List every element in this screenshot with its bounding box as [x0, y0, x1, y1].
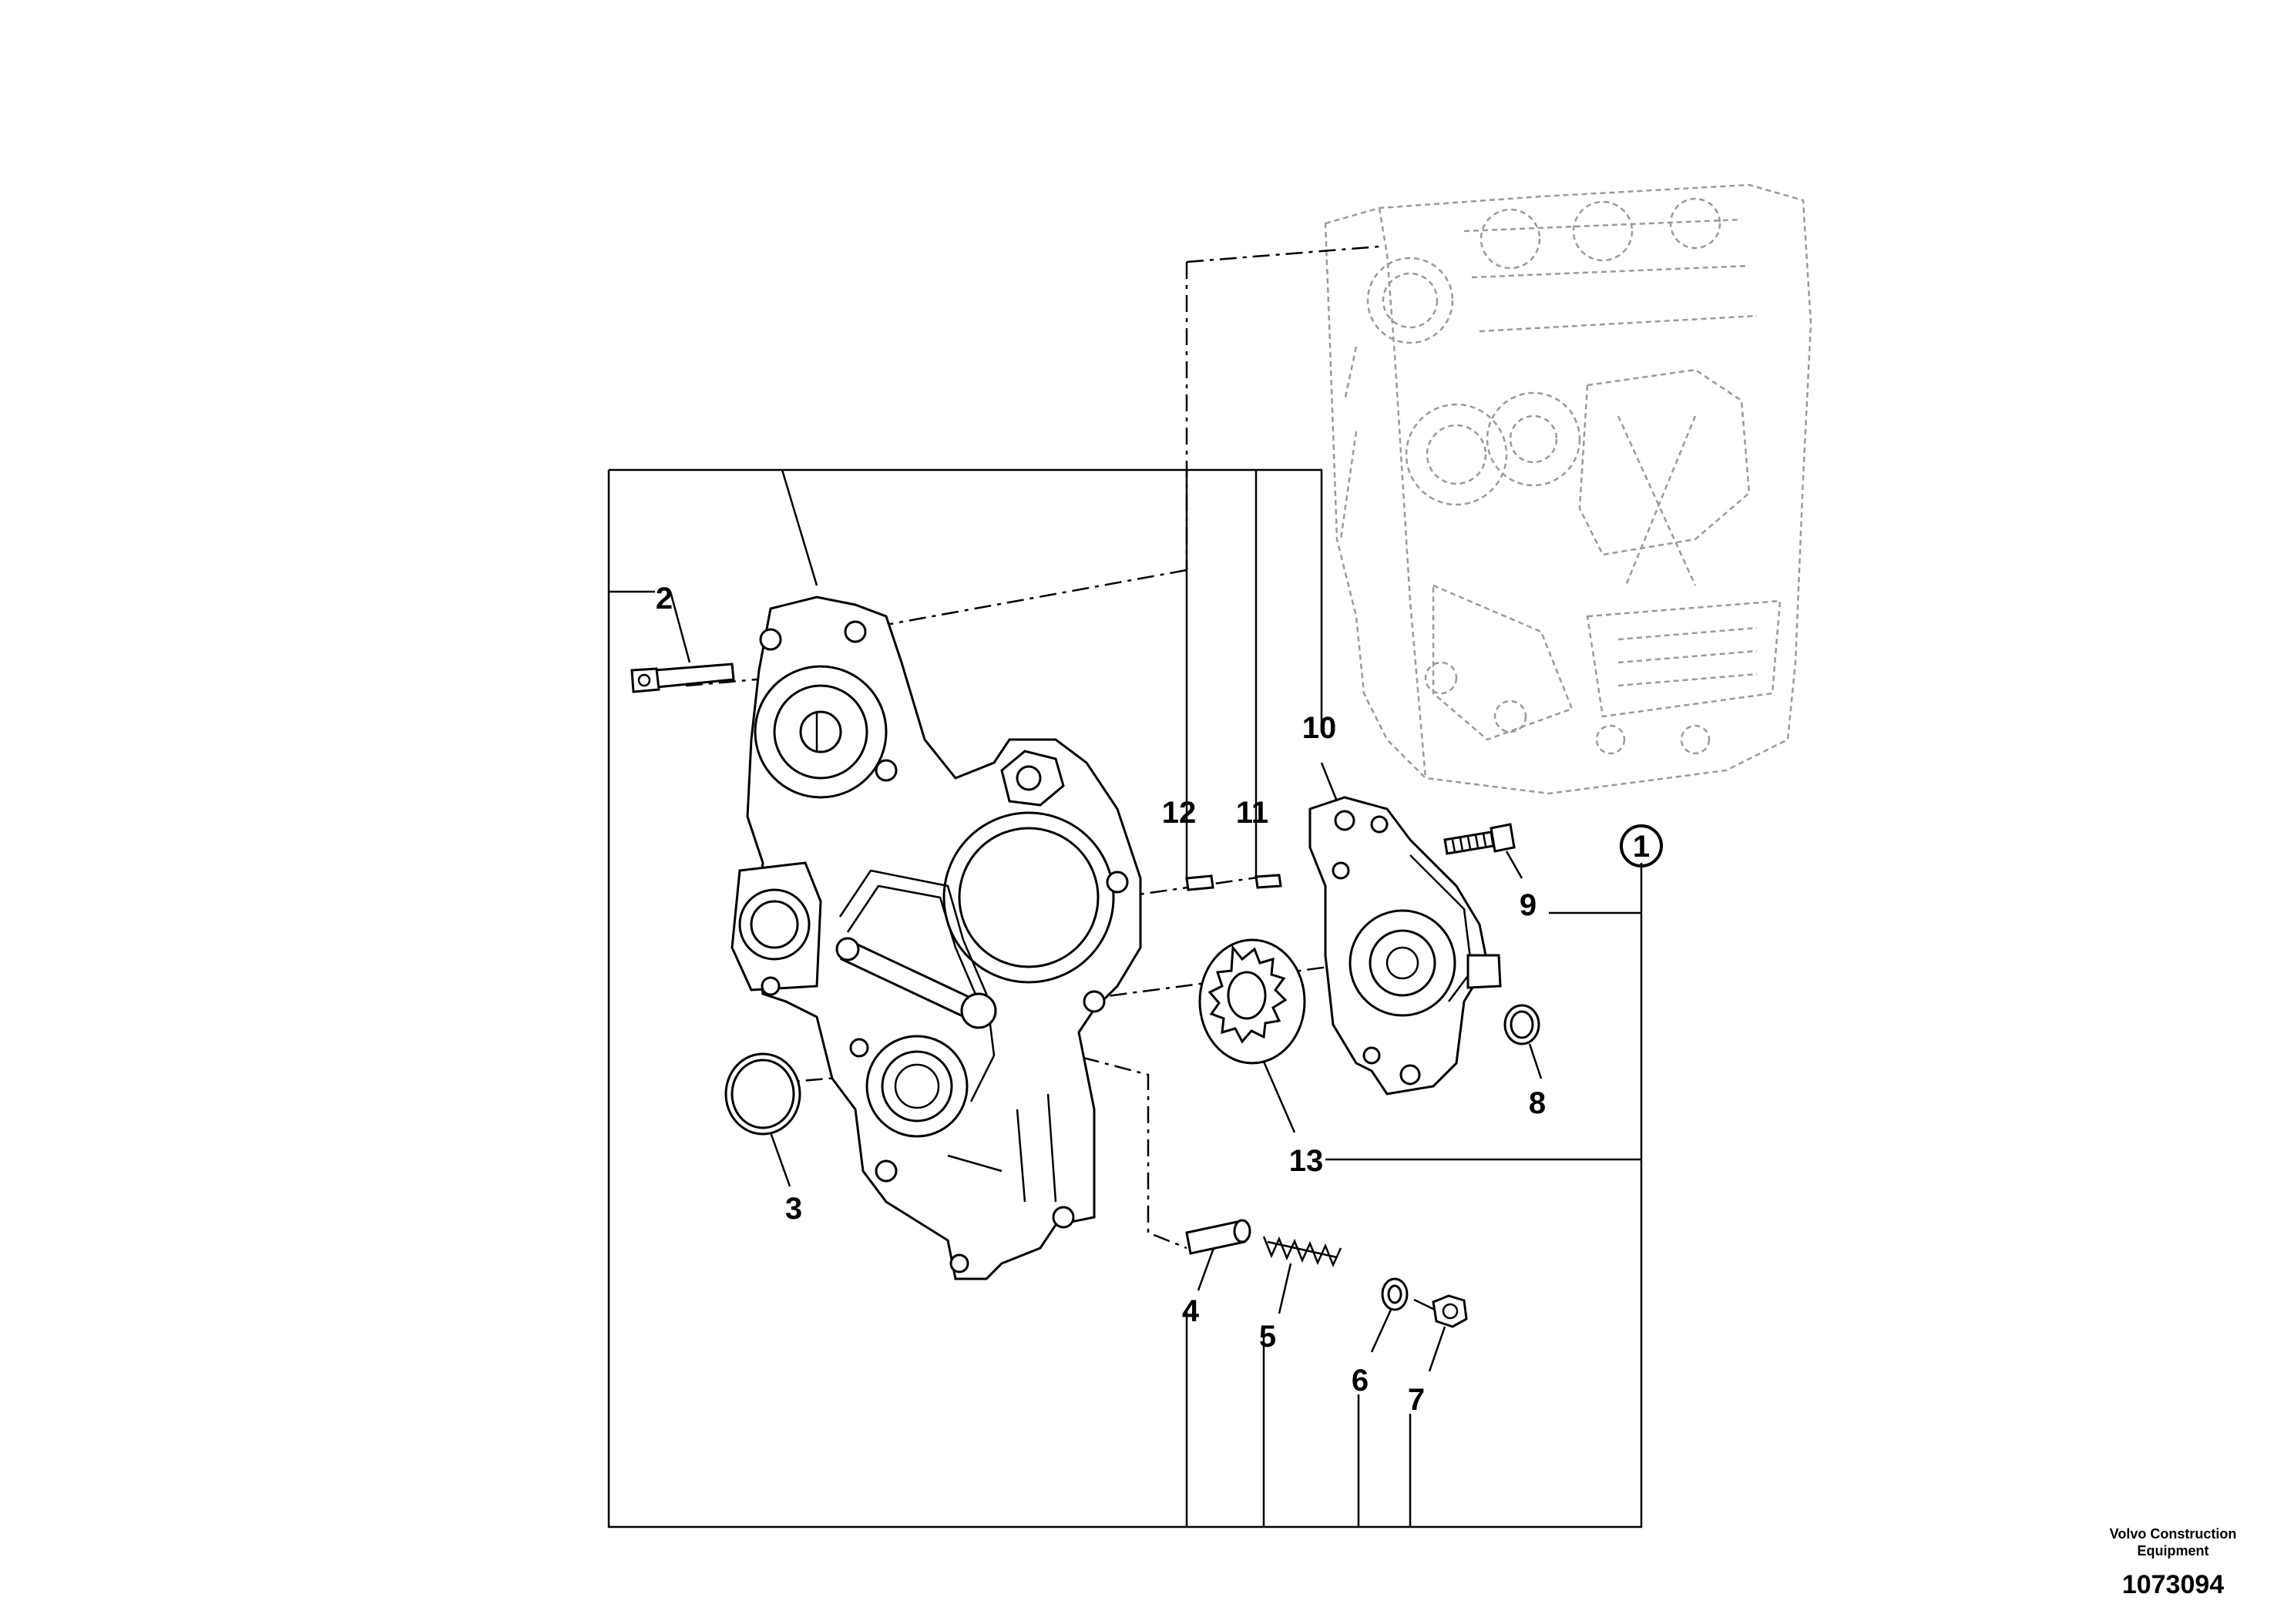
pump-screw	[1443, 823, 1523, 879]
pump-washer	[1503, 1004, 1543, 1079]
callout-9: 9	[1520, 888, 1537, 922]
pump-rotor	[1198, 938, 1306, 1133]
callout-4: 4	[1182, 1294, 1200, 1328]
brand-line-2: Equipment	[2137, 1543, 2209, 1559]
callout-6: 6	[1352, 1364, 1369, 1398]
brand-line-1: Volvo Construction	[2109, 1526, 2237, 1542]
kit-bracket-lines	[607, 468, 1643, 1528]
figure-number: 1073094	[2121, 1570, 2225, 1599]
callout-3: 3	[785, 1192, 802, 1226]
cap-screw	[630, 591, 735, 693]
brand-caption: Volvo Construction Equipment	[2081, 1525, 2265, 1559]
callout-12: 12	[1162, 796, 1197, 830]
callout-2: 2	[656, 582, 673, 616]
callout-13: 13	[1289, 1144, 1324, 1178]
timing-cover	[731, 596, 1142, 1280]
o-ring	[724, 1052, 801, 1187]
dowel-pins	[1185, 874, 1282, 891]
callout-11: 11	[1236, 796, 1268, 830]
callout-5: 5	[1259, 1320, 1276, 1354]
callout-labels: 1 2 3 4 5 6 7 8 9 10 11 12 13	[656, 582, 1663, 1417]
callout-1-circle	[1620, 824, 1663, 867]
callout-7: 7	[1408, 1383, 1425, 1417]
callout-8: 8	[1529, 1086, 1546, 1120]
callout-1: 1	[1633, 830, 1650, 864]
oil-pump-plate	[1308, 762, 1502, 1096]
engine-block-outline	[1324, 183, 1812, 795]
callout-10: 10	[1302, 711, 1337, 745]
relief-valve-parts	[1185, 1219, 1468, 1372]
